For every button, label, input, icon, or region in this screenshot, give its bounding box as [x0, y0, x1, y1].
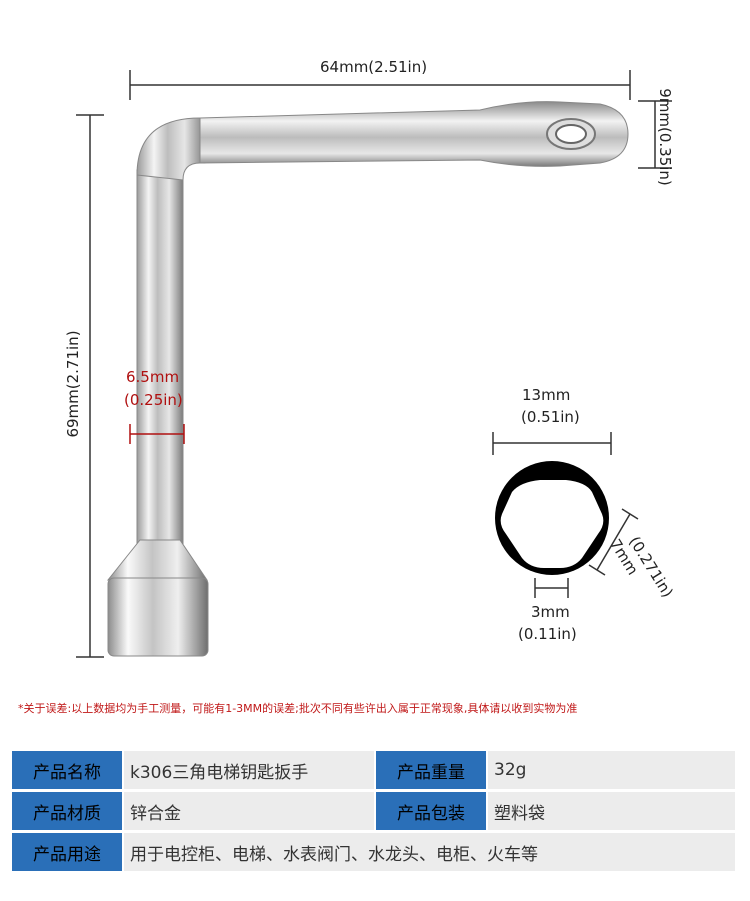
usage-label: 产品用途 — [12, 833, 122, 871]
right-height-label: 9mm(0.35in) — [656, 88, 674, 186]
measurement-note: *关于误差:以上数据均为手工测量，可能有1-3MM的误差;批次不同有些许出入属于… — [18, 702, 578, 715]
spec-row: 产品用途 用于电控柜、电梯、水表阀门、水龙头、电柜、火车等 — [12, 833, 735, 871]
weight-value: 32g — [488, 751, 735, 789]
dimension-lines — [76, 70, 672, 658]
packaging-label: 产品包装 — [376, 792, 486, 830]
width-label: 64mm(2.51in) — [320, 58, 428, 76]
left-height-label: 69mm(2.71in) — [64, 330, 82, 438]
usage-value: 用于电控柜、电梯、水表阀门、水龙头、电柜、火车等 — [124, 833, 735, 871]
socket-cross-section — [495, 461, 609, 575]
wrench-image — [106, 101, 629, 657]
material-value: 锌合金 — [124, 792, 374, 830]
spec-row: 产品材质 锌合金 产品包装 塑料袋 — [12, 792, 735, 830]
shaft-dimension-line — [129, 424, 185, 444]
spec-row: 产品名称 k306三角电梯钥匙扳手 产品重量 32g — [12, 751, 735, 789]
spec-table: 产品名称 k306三角电梯钥匙扳手 产品重量 32g 产品材质 锌合金 产品包装… — [10, 748, 737, 874]
flat-line2: (0.11in) — [518, 625, 577, 643]
weight-label: 产品重量 — [376, 751, 486, 789]
packaging-value: 塑料袋 — [488, 792, 735, 830]
socket-width-line1: 13mm — [522, 386, 571, 404]
shaft-dimension-line1: 6.5mm — [126, 368, 180, 386]
name-label: 产品名称 — [12, 751, 122, 789]
shaft-dimension-line2: (0.25in) — [124, 391, 183, 409]
flat-line1: 3mm — [531, 603, 570, 621]
material-label: 产品材质 — [12, 792, 122, 830]
name-value: k306三角电梯钥匙扳手 — [124, 751, 374, 789]
socket-width-line2: (0.51in) — [521, 408, 580, 426]
